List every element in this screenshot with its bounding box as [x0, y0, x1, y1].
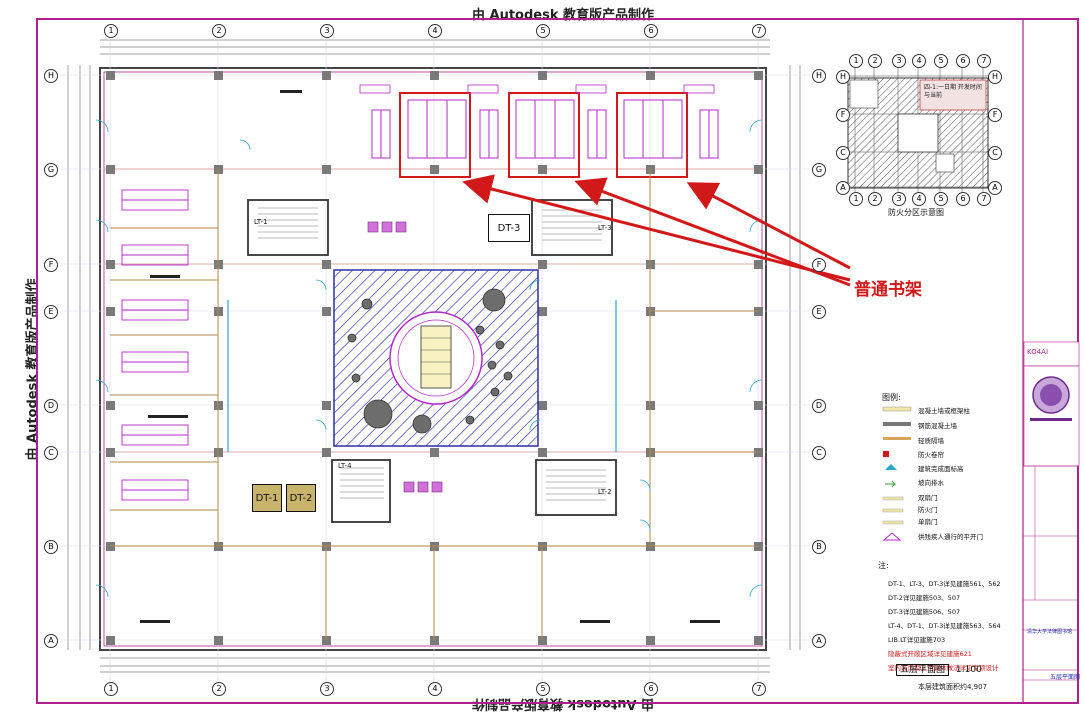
- fire-axis-col-4: 4: [912, 54, 926, 68]
- legend-item: 建筑完成面标高: [918, 465, 964, 473]
- fire-axis-col-3-bottom: 3: [892, 192, 906, 206]
- plan-title: 五层平面图 1:100: [896, 662, 982, 676]
- legend-item: 双扇门: [918, 494, 938, 502]
- elevator-dt1: DT-1: [252, 484, 282, 512]
- legend-title: 图例:: [882, 393, 901, 402]
- fire-axis-row-H-right: H: [988, 70, 1002, 84]
- lift-lt3: LT-3: [598, 224, 612, 232]
- axis-row-E: E: [44, 305, 58, 319]
- axis-col-2-bottom: 2: [212, 682, 226, 696]
- note-line: DT-3详见建施506、507: [888, 608, 961, 616]
- fire-axis-row-F-right: F: [988, 108, 1002, 122]
- note-line-red: 隐蔽式开敞区域详见建施621: [888, 650, 972, 658]
- axis-col-5: 5: [536, 24, 550, 38]
- fire-axis-col-7: 7: [977, 54, 991, 68]
- axis-col-1-bottom: 1: [104, 682, 118, 696]
- fire-axis-col-4-bottom: 4: [912, 192, 926, 206]
- legend-item: 防火卷帘: [918, 451, 944, 459]
- lift-lt1: LT-1: [254, 218, 268, 226]
- fire-axis-col-2: 2: [868, 54, 882, 68]
- axis-row-A-right: A: [812, 634, 826, 648]
- fire-axis-col-1-bottom: 1: [849, 192, 863, 206]
- fire-axis-col-6-bottom: 6: [956, 192, 970, 206]
- legend-item: 供残疾人通行的平开门: [918, 533, 983, 541]
- axis-row-G-right: G: [812, 163, 826, 177]
- fire-axis-col-1: 1: [849, 54, 863, 68]
- axis-row-B-right: B: [812, 540, 826, 554]
- axis-col-2: 2: [212, 24, 226, 38]
- title-block-project: 清华大学法律图书馆: [1027, 629, 1073, 635]
- fire-axis-col-5-bottom: 5: [934, 192, 948, 206]
- title-block-drawing: 五层平面图: [1050, 674, 1081, 681]
- fire-axis-col-3: 3: [892, 54, 906, 68]
- axis-row-B: B: [44, 540, 58, 554]
- note-line-red: 室内装饰及上空具体做法详见专项设计: [888, 664, 999, 672]
- plan-title-name: 五层平面图: [896, 664, 950, 676]
- fire-axis-row-C: C: [836, 146, 850, 160]
- fire-zone-note: 四-1:一日期 开发时间与当前: [924, 84, 982, 99]
- axis-col-3-bottom: 3: [320, 682, 334, 696]
- title-block-label: KO4AI: [1027, 348, 1049, 356]
- note-line: DT-1、LT-3、DT-3详见建施561、562: [888, 580, 1001, 588]
- legend-item: 钢筋混凝土墙: [918, 422, 957, 430]
- axis-col-7-bottom: 7: [752, 682, 766, 696]
- axis-col-7: 7: [752, 24, 766, 38]
- lift-lt2: LT-2: [598, 488, 612, 496]
- axis-row-D-right: D: [812, 399, 826, 413]
- axis-col-1: 1: [104, 24, 118, 38]
- fire-axis-col-2-bottom: 2: [868, 192, 882, 206]
- axis-row-G: G: [44, 163, 58, 177]
- axis-row-D: D: [44, 399, 58, 413]
- axis-row-F: F: [44, 258, 58, 272]
- axis-row-E-right: E: [812, 305, 826, 319]
- note-line: LIB.LT详见建施703: [888, 636, 946, 644]
- axis-col-4-bottom: 4: [428, 682, 442, 696]
- fire-axis-row-C-right: C: [988, 146, 1002, 160]
- legend-item: 单扇门: [918, 518, 938, 526]
- plan-title-scale: 1:100: [955, 665, 982, 675]
- fire-axis-row-H: H: [836, 70, 850, 84]
- note-line: DT-2详见建施503、507: [888, 594, 961, 602]
- fire-axis-col-6: 6: [956, 54, 970, 68]
- axis-col-6: 6: [644, 24, 658, 38]
- axis-col-6-bottom: 6: [644, 682, 658, 696]
- axis-col-5-bottom: 5: [536, 682, 550, 696]
- fire-axis-col-5: 5: [934, 54, 948, 68]
- plan-subtitle: 本层建筑面积约4,907: [918, 683, 988, 691]
- legend-item: 防火门: [918, 506, 938, 514]
- axis-row-A: A: [44, 634, 58, 648]
- axis-row-F-right: F: [812, 258, 826, 272]
- bookshelf-callout-label: 普通书架: [854, 280, 922, 300]
- fire-axis-col-7-bottom: 7: [977, 192, 991, 206]
- legend-item: 坡向排水: [918, 479, 944, 487]
- legend-item: 轻质隔墙: [918, 437, 944, 445]
- axis-row-H-right: H: [812, 69, 826, 83]
- fire-axis-row-A: A: [836, 181, 850, 195]
- elevator-dt2: DT-2: [286, 484, 316, 512]
- note-line: LT-4、DT-1、DT-3详见建施563、564: [888, 622, 1001, 630]
- legend-item: 混凝土墙或框架柱: [918, 407, 970, 415]
- axis-row-H: H: [44, 69, 58, 83]
- lift-lt4: LT-4: [338, 462, 352, 470]
- fire-axis-row-A-right: A: [988, 181, 1002, 195]
- axis-row-C-right: C: [812, 446, 826, 460]
- fire-zone-title: 防火分区示意图: [888, 208, 944, 217]
- notes-title: 注:: [878, 561, 889, 570]
- axis-col-3: 3: [320, 24, 334, 38]
- axis-col-4: 4: [428, 24, 442, 38]
- elevator-dt3: DT-3: [488, 214, 530, 242]
- fire-axis-row-F: F: [836, 108, 850, 122]
- axis-row-C: C: [44, 446, 58, 460]
